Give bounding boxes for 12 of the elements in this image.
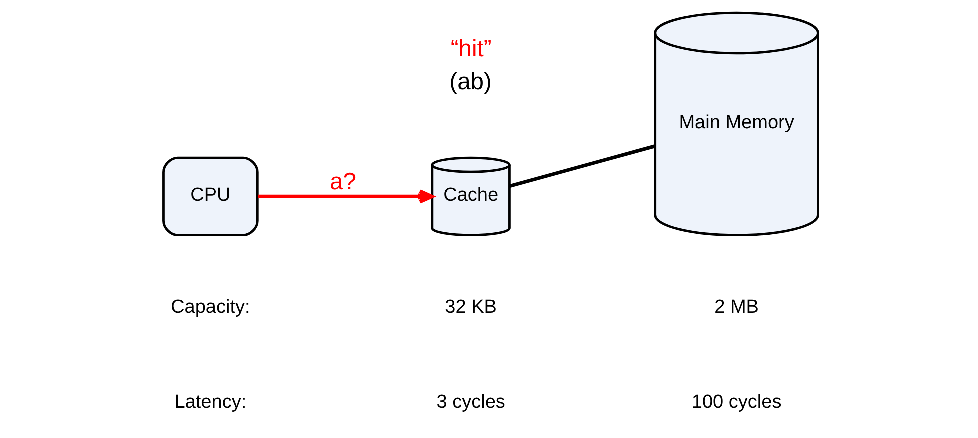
label: 2 MB <box>714 296 758 318</box>
label: 32 KB <box>444 296 496 318</box>
node-label: (ab) <box>449 68 492 96</box>
label: Capacity: <box>170 296 250 318</box>
label: 3 cycles <box>436 392 505 414</box>
node-box: CPU <box>162 156 258 237</box>
label: Latency: <box>174 392 246 414</box>
arrow <box>258 190 434 204</box>
edge-label: a? <box>330 168 356 196</box>
node-label: “hit” <box>450 35 492 62</box>
connector <box>509 144 656 188</box>
label: 100 cycles <box>691 392 782 414</box>
